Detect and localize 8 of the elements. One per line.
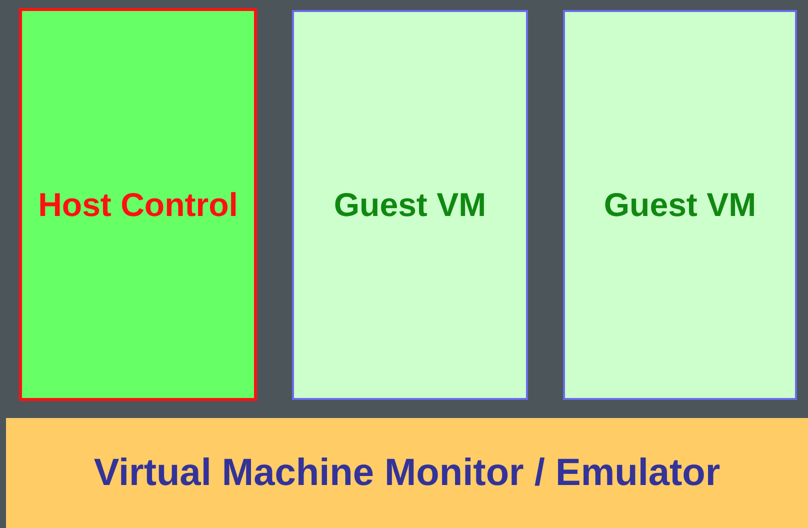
guest-vm-box [563, 10, 797, 400]
monitor-band [6, 418, 808, 528]
host-control-box [19, 8, 257, 401]
guest-vm-box [292, 10, 528, 400]
box-label: Virtual Machine Monitor / Emulator [94, 452, 720, 494]
box-label: Guest VM [604, 186, 756, 224]
box-label: Host Control [38, 186, 238, 224]
box-label: Guest VM [334, 186, 486, 224]
